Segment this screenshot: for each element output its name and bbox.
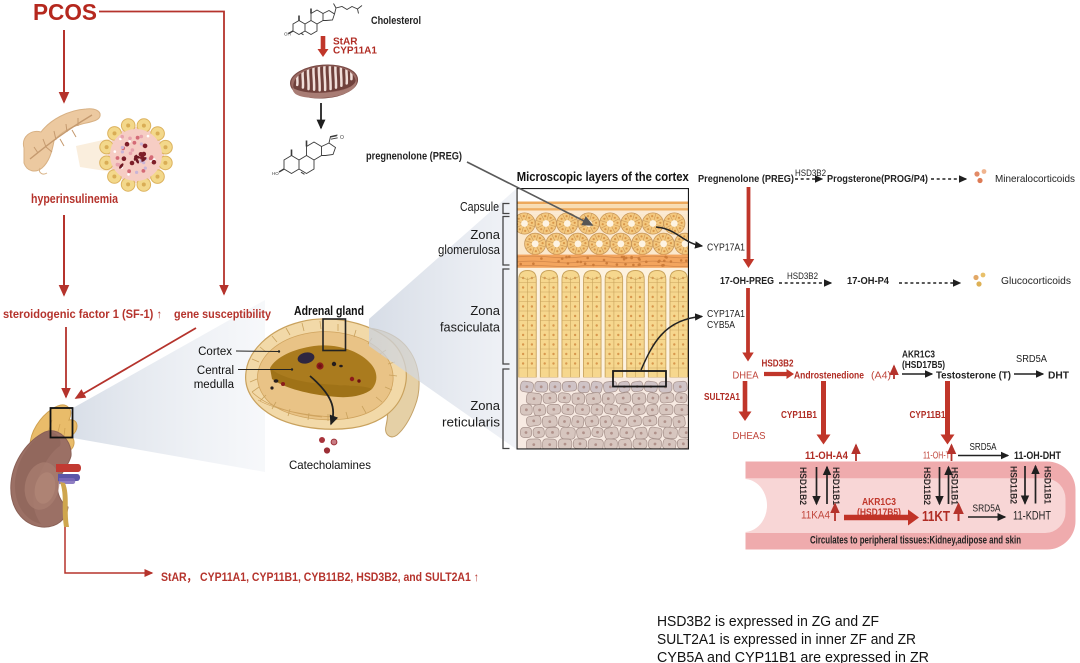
svg-text:Mineralocorticoids: Mineralocorticoids	[995, 173, 1075, 185]
svg-text:CYP17A1: CYP17A1	[707, 242, 745, 254]
svg-text:Glucocorticoids: Glucocorticoids	[1001, 275, 1071, 287]
svg-text:steroidogenic factor 1 (SF-1): steroidogenic factor 1 (SF-1) ↑	[3, 309, 162, 321]
svg-text:Adrenal gland: Adrenal gland	[294, 304, 364, 318]
svg-text:HSD11B1: HSD11B1	[949, 467, 960, 506]
svg-text:OH: OH	[284, 32, 291, 37]
svg-text:SRD5A: SRD5A	[973, 504, 1001, 515]
svg-text:Progsterone(PROG/P4): Progsterone(PROG/P4)	[827, 173, 928, 185]
svg-text:HSD11B2: HSD11B2	[797, 467, 808, 505]
svg-text:HSD3B2: HSD3B2	[787, 271, 818, 281]
svg-text:Testosterone (T): Testosterone (T)	[936, 370, 1011, 382]
svg-text:PCOS: PCOS	[33, 0, 97, 25]
svg-text:Circulates to peripheral tissu: Circulates to peripheral tissues:Kidney,…	[810, 535, 1021, 547]
svg-text:DHEAS: DHEAS	[733, 430, 766, 442]
svg-text:HSD11B1: HSD11B1	[830, 467, 841, 506]
svg-text:CYP17A1: CYP17A1	[707, 308, 745, 320]
svg-text:StAR: StAR	[333, 37, 358, 48]
svg-text:HSD3B2 is expressed in ZG and: HSD3B2 is expressed in ZG and ZF	[657, 614, 879, 630]
svg-text:AKR1C3: AKR1C3	[902, 350, 935, 361]
svg-text:11-OH-DHT: 11-OH-DHT	[1014, 450, 1061, 462]
svg-text:SULT2A1 is expressed in inner: SULT2A1 is expressed in inner ZF and ZR	[657, 632, 916, 648]
svg-text:glomerulosa: glomerulosa	[438, 242, 501, 257]
svg-text:HSD11B2: HSD11B2	[1008, 466, 1019, 504]
svg-text:SULT2A1: SULT2A1	[704, 392, 740, 403]
svg-text:CYP11B1: CYP11B1	[910, 410, 946, 421]
svg-text:HSD3B2: HSD3B2	[795, 168, 826, 178]
svg-text:Capsule: Capsule	[460, 200, 499, 214]
svg-text:StAR， CYP11A1, CYP11B1, CYB11: StAR， CYP11A1, CYP11B1, CYB11B2, HSD3B2,…	[161, 570, 479, 584]
svg-text:17-OH-PREG: 17-OH-PREG	[720, 275, 774, 287]
svg-text:Cortex: Cortex	[198, 346, 232, 358]
svg-text:O: O	[340, 135, 344, 141]
svg-text:HSD3B2: HSD3B2	[762, 359, 794, 370]
svg-text:Cholesterol: Cholesterol	[371, 15, 421, 27]
svg-text:Androstenedione: Androstenedione	[794, 370, 864, 382]
svg-text:(HSD17B5): (HSD17B5)	[857, 508, 901, 519]
svg-text:hyperinsulinemia: hyperinsulinemia	[31, 192, 119, 206]
svg-text:medulla: medulla	[194, 379, 235, 391]
svg-text:11KA4: 11KA4	[801, 510, 830, 522]
svg-text:AKR1C3: AKR1C3	[862, 497, 896, 508]
svg-text:Microscopic layers of the cort: Microscopic layers of the cortex	[517, 170, 689, 184]
svg-text:HSD11B2: HSD11B2	[921, 467, 932, 505]
svg-text:Zona: Zona	[470, 398, 500, 413]
svg-text:(A4): (A4)	[871, 370, 891, 382]
svg-text:11-OH-T: 11-OH-T	[923, 450, 950, 462]
svg-text:17-OH-P4: 17-OH-P4	[847, 275, 889, 287]
svg-text:Catecholamines: Catecholamines	[289, 458, 371, 472]
svg-text:pregnenolone (PREG): pregnenolone (PREG)	[366, 151, 462, 163]
svg-text:CYB5A and CYP11B1 are expres: CYB5A and CYP11B1 are expressed in ZR	[657, 650, 929, 663]
svg-text:fasciculata: fasciculata	[440, 320, 501, 335]
svg-text:(HSD17B5): (HSD17B5)	[902, 360, 945, 371]
svg-text:CYP11B1: CYP11B1	[781, 410, 817, 421]
svg-text:DHT: DHT	[1048, 370, 1070, 382]
svg-text:SRD5A: SRD5A	[1016, 354, 1047, 365]
svg-text:11-KDHT: 11-KDHT	[1013, 511, 1051, 523]
svg-text:HSD11B1: HSD11B1	[1042, 466, 1053, 505]
svg-text:Pregnenolone (PREG): Pregnenolone (PREG)	[698, 173, 794, 185]
svg-text:Zona: Zona	[470, 227, 500, 242]
svg-text:CYP11A1: CYP11A1	[333, 46, 377, 57]
svg-text:11KT: 11KT	[922, 509, 950, 525]
svg-text:Zona: Zona	[470, 303, 500, 318]
svg-text:CYB5A: CYB5A	[707, 319, 735, 331]
svg-text:Central: Central	[197, 365, 234, 377]
svg-text:SRD5A: SRD5A	[970, 442, 997, 453]
svg-text:11-OH-A4: 11-OH-A4	[805, 450, 849, 462]
svg-text:reticularis: reticularis	[442, 415, 501, 430]
svg-text:DHEA: DHEA	[733, 370, 759, 382]
svg-text:HO: HO	[272, 171, 279, 176]
svg-text:gene susceptibility: gene susceptibility	[174, 309, 272, 321]
